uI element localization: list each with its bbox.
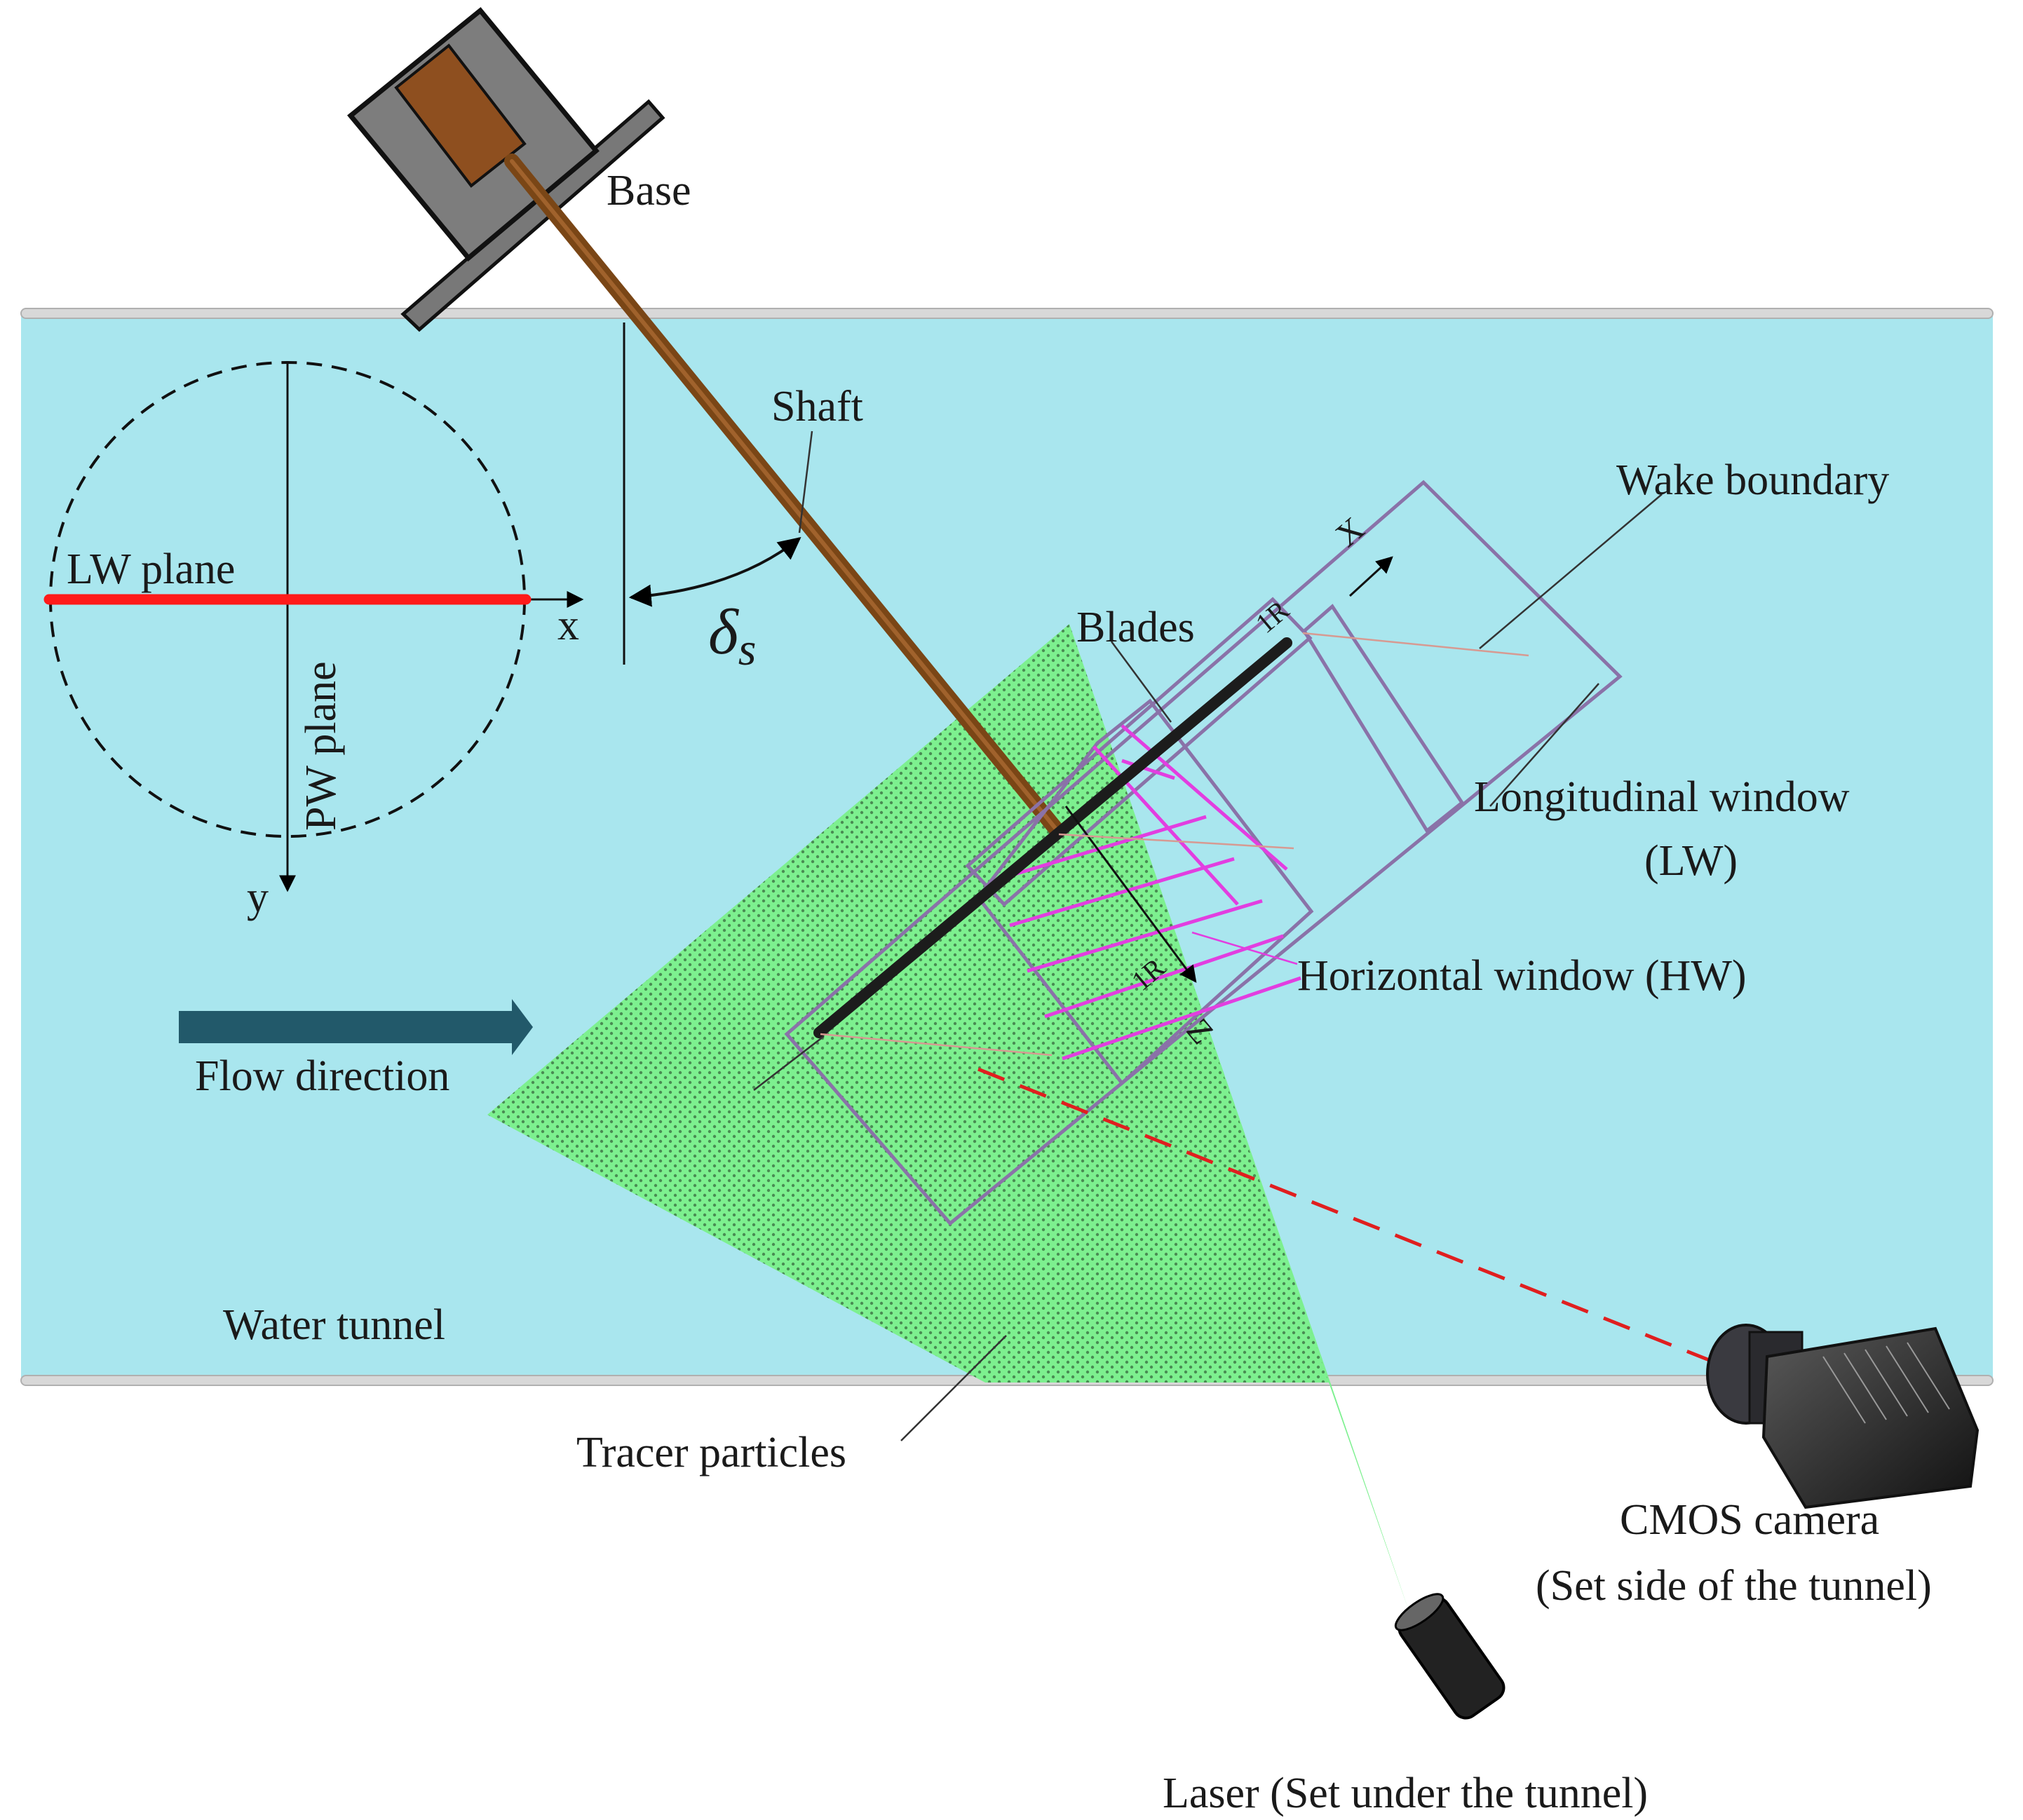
blades-label: Blades [1076, 604, 1195, 651]
delta-symbol: δs [708, 596, 756, 675]
longitudinal-window-outline [784, 480, 1623, 1226]
angle-arc [628, 537, 801, 607]
hw-line [1027, 899, 1263, 973]
tracer-particles-region [487, 624, 1329, 1383]
pw-plane-label: PW plane [297, 661, 345, 831]
laser-icon [1394, 1593, 1506, 1720]
wake-mid-frame [1301, 604, 1465, 834]
wake-lines [820, 632, 1529, 1057]
hw-label-leader [1191, 931, 1298, 965]
leader-lines [753, 430, 1663, 1441]
cmos-camera-icon [1706, 1324, 1980, 1509]
labels: Base Shaft Wake boundary LW plane PW pla… [67, 167, 1932, 1817]
water-tunnel-label: Water tunnel [223, 1301, 445, 1349]
rotor-blades [813, 637, 1292, 1038]
yaw-angle-indicator [623, 322, 801, 665]
x-axis-label: x [557, 602, 579, 649]
lw-plane-label: LW plane [67, 545, 235, 593]
flow-direction-label: Flow direction [195, 1052, 449, 1100]
wake-line [1302, 632, 1529, 657]
blade-tip-leader [753, 1035, 825, 1091]
camera-heatsink-fins [1822, 1342, 1950, 1424]
camera-body [1761, 1326, 1980, 1509]
hw-line [1062, 976, 1301, 1061]
base-label: Base [607, 167, 691, 215]
hw-line [1044, 934, 1284, 1019]
shaft-label: Shaft [771, 383, 863, 430]
lw-label-line1: Longitudinal window [1474, 773, 1850, 821]
rotor-x-axis [1348, 556, 1393, 597]
wake-line [820, 1033, 1053, 1057]
laser-sheet [487, 624, 1409, 1612]
laser-label: Laser (Set under the tunnel) [1163, 1770, 1648, 1817]
tracer-leader [900, 1335, 1007, 1441]
shaft-highlight [510, 159, 1060, 833]
hw-line [1092, 745, 1239, 906]
lw-leader [1489, 683, 1599, 807]
hw-plane-lines [995, 724, 1301, 1061]
wake-boundary-leader [1479, 494, 1663, 649]
tracer-particles-label: Tracer particles [576, 1429, 846, 1476]
hw-label: Horizontal window (HW) [1297, 952, 1747, 1000]
flow-direction-arrow [179, 999, 533, 1055]
cmos-label-line2: (Set side of the tunnel) [1536, 1562, 1932, 1610]
hw-line [995, 815, 1207, 882]
base-holder [394, 43, 527, 188]
y-axis-label: y [247, 874, 269, 921]
tunnel-top-wall [20, 308, 1994, 319]
blades-leader [1110, 641, 1172, 723]
hw-line [1121, 759, 1175, 780]
shaft-leader [798, 430, 813, 534]
horizontal-window-frame [975, 698, 1314, 1086]
wake-line [1058, 833, 1294, 850]
hw-line [1009, 857, 1235, 928]
cmos-label-line1: CMOS camera [1620, 1496, 1879, 1544]
delta-subscript: s [738, 624, 757, 675]
wake-boundary-label: Wake boundary [1616, 456, 1889, 504]
cross-section-diagram [43, 361, 584, 892]
lw-label-line2: (LW) [1644, 837, 1738, 885]
laser-aperture [1394, 1593, 1444, 1631]
